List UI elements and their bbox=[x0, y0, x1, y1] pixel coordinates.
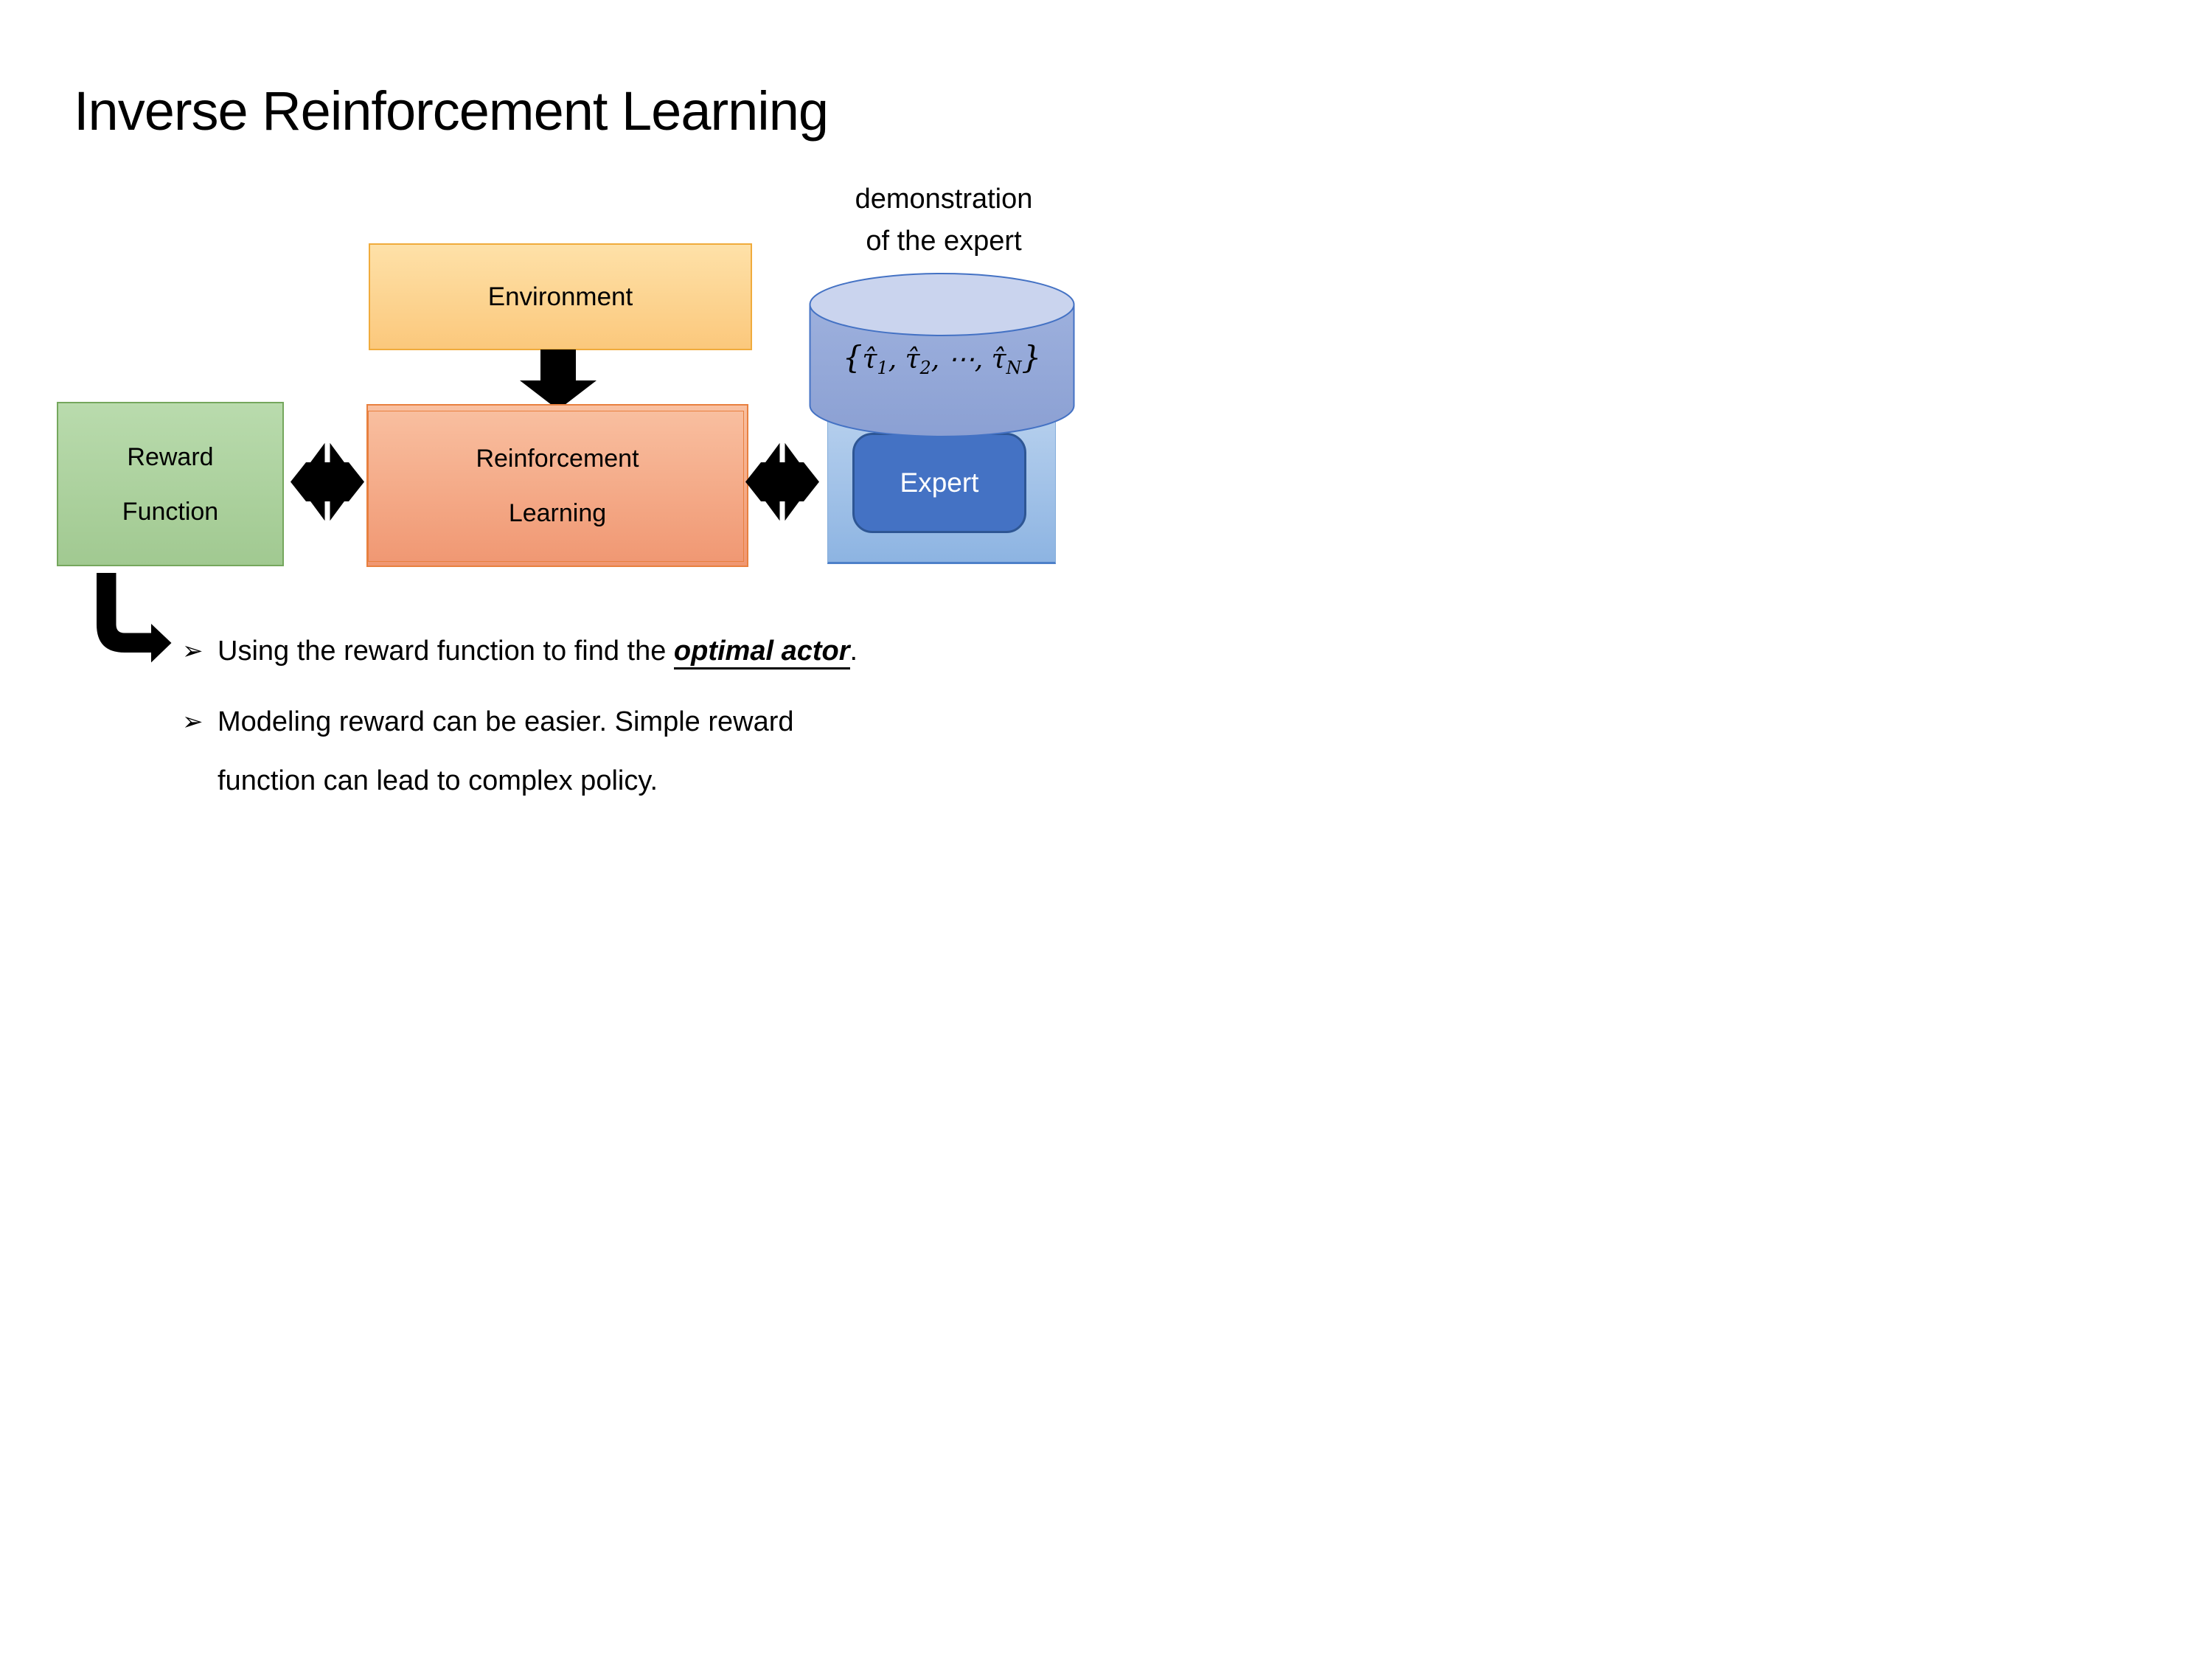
reward-function-label-line1: Reward bbox=[127, 442, 214, 471]
bullet-2-line2: function can lead to complex policy. bbox=[218, 765, 658, 796]
reinforcement-learning-label-line2: Learning bbox=[508, 498, 607, 527]
reinforcement-learning-label-line1: Reinforcement bbox=[476, 444, 639, 473]
environment-label: Environment bbox=[487, 282, 633, 311]
math-comma-3: , bbox=[974, 344, 992, 375]
bullet-item-1: ➢ Using the reward function to find the … bbox=[182, 622, 1037, 681]
math-sub-n: N bbox=[1006, 358, 1022, 379]
reinforcement-learning-label: Reinforcement Learning bbox=[476, 431, 639, 540]
math-sub-2: 2 bbox=[919, 358, 931, 379]
demonstration-label-line2: of the expert bbox=[866, 226, 1022, 257]
math-comma-2: , bbox=[931, 344, 948, 375]
slide: Inverse Reinforcement Learning demonstra… bbox=[0, 0, 1106, 830]
reward-function-label: Reward Function bbox=[122, 430, 218, 539]
reward-function-box: Reward Function bbox=[57, 402, 284, 566]
demonstration-label: demonstration of the expert bbox=[759, 178, 1106, 262]
double-headed-exchange-arrow-icon-right bbox=[745, 439, 819, 524]
bullet-arrow-marker: ➢ bbox=[182, 637, 204, 665]
environment-box: Environment bbox=[369, 243, 752, 350]
bullet-arrow-marker: ➢ bbox=[182, 708, 204, 736]
bullet-1-suffix: . bbox=[849, 636, 858, 667]
bullet-1-emphasis: optimal actor bbox=[673, 636, 850, 669]
bullet-list: ➢ Using the reward function to find the … bbox=[182, 622, 1037, 810]
bullet-1-text: Using the reward function to find the op… bbox=[218, 622, 858, 681]
reinforcement-learning-box: Reinforcement Learning bbox=[366, 404, 748, 567]
math-tau-1: τ̂ bbox=[862, 344, 877, 375]
bullet-1-prefix: Using the reward function to find the bbox=[218, 636, 674, 667]
page-title: Inverse Reinforcement Learning bbox=[74, 80, 829, 142]
bullet-item-2: ➢ Modeling reward can be easier. Simple … bbox=[182, 692, 1037, 810]
demonstration-cylinder bbox=[809, 273, 1075, 437]
elbow-arrow-icon bbox=[97, 573, 172, 663]
math-tau-n: τ̂ bbox=[991, 344, 1006, 375]
math-dots: ⋯ bbox=[947, 344, 975, 375]
expert-box: Expert bbox=[852, 433, 1026, 533]
math-comma-1: , bbox=[888, 344, 905, 375]
math-close-brace: } bbox=[1021, 339, 1042, 375]
bullet-2-text: Modeling reward can be easier. Simple re… bbox=[218, 692, 794, 810]
down-arrow-icon bbox=[520, 349, 597, 410]
reward-function-label-line2: Function bbox=[122, 497, 219, 526]
math-tau-2: τ̂ bbox=[905, 344, 920, 375]
expert-label: Expert bbox=[900, 467, 979, 498]
math-open-brace: { bbox=[842, 339, 863, 375]
bullet-2-line1: Modeling reward can be easier. Simple re… bbox=[218, 706, 794, 737]
double-headed-exchange-arrow-icon-left bbox=[291, 439, 364, 524]
trajectory-set-math: {τ̂1, τ̂2, ⋯, τ̂N} bbox=[809, 339, 1075, 379]
math-sub-1: 1 bbox=[877, 358, 888, 379]
demonstration-label-line1: demonstration bbox=[855, 184, 1033, 215]
